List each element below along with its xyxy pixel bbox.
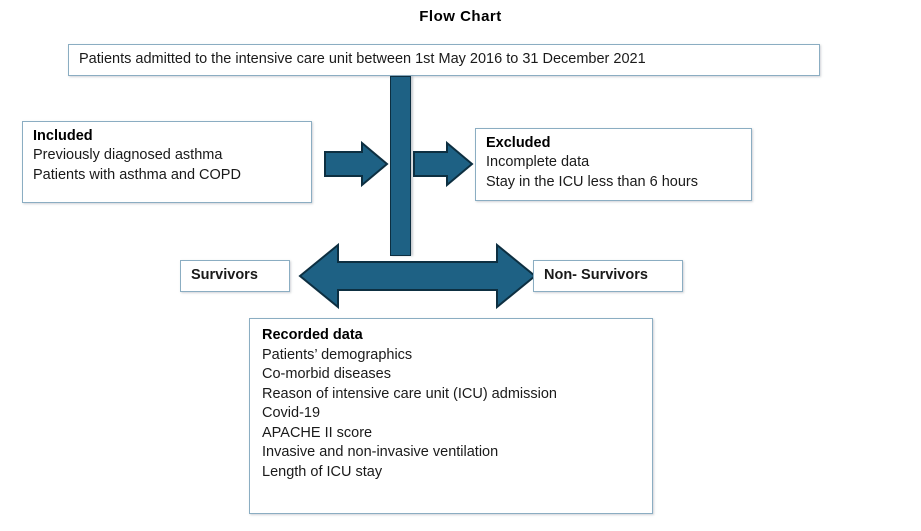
box-included: Included Previously diagnosed asthma Pat… [22,121,312,203]
box-survivors-label: Survivors [191,267,258,283]
page-title: Flow Chart [419,8,502,25]
double-headed-arrow-icon [298,242,537,310]
box-non-survivors: Non- Survivors [533,260,683,292]
box-recorded-data-line-7: Length of ICU stay [262,463,383,480]
box-included-line-1: Previously diagnosed asthma [33,147,223,164]
box-excluded: Excluded Incomplete data Stay in the ICU… [475,128,752,201]
right-arrow-to-included-icon [324,140,389,188]
box-recorded-data: Recorded data Patients’ demographics Co-… [249,318,653,514]
box-excluded-line-1: Incomplete data [486,154,590,171]
box-patients-admitted: Patients admitted to the intensive care … [68,44,820,76]
box-recorded-data-line-1: Patients’ demographics [262,346,413,363]
vertical-trunk-bar [390,76,411,256]
box-recorded-data-line-6: Invasive and non-invasive ventilation [262,444,499,460]
box-recorded-data-line-2: Co-morbid diseases [262,366,391,382]
box-recorded-data-line-5: APACHE II score [262,424,373,441]
box-recorded-data-line-3: Reason of intensive care unit (ICU) admi… [262,385,557,402]
box-excluded-line-2: Stay in the ICU less than 6 hours [486,173,698,190]
box-included-heading: Included [33,128,93,144]
right-arrow-to-excluded-icon [413,140,474,188]
box-survivors: Survivors [180,260,290,292]
box-non-survivors-label: Non- Survivors [544,267,648,283]
box-included-line-2: Patients with asthma and COPD [33,166,241,183]
box-recorded-data-line-4: Covid-19 [262,405,321,421]
box-patients-admitted-text: Patients admitted to the intensive care … [79,51,646,67]
box-recorded-data-heading: Recorded data [262,327,363,343]
box-excluded-heading: Excluded [486,135,551,151]
